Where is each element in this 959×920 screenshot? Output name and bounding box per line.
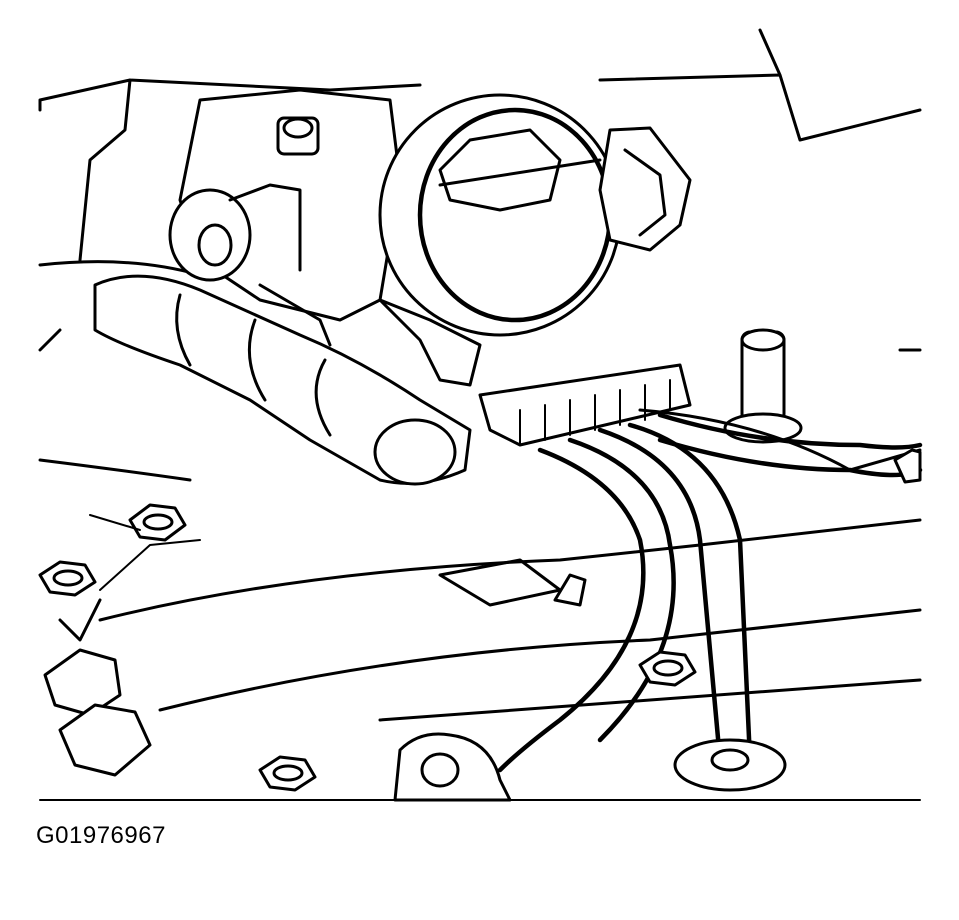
manifold-body [98, 518, 922, 722]
bolt-bottom [258, 755, 317, 792]
throttle-plate [438, 128, 562, 212]
vacuum-line-right-inner [627, 422, 753, 763]
bolt-right [893, 448, 922, 484]
figure-code: G01976967 [36, 822, 166, 849]
vacuum-line-right [597, 427, 723, 763]
hose-band-3 [314, 358, 332, 437]
vacuum-line-left [497, 447, 646, 773]
tps-sensor-detail [623, 148, 667, 237]
hose-end [373, 418, 457, 486]
bolt-left [38, 560, 97, 597]
wire-harness-inner [657, 412, 923, 450]
tps-sensor [598, 126, 692, 252]
bolt-upper-left [128, 503, 187, 542]
hose-band-2 [247, 318, 267, 402]
housing-bolt-cap [282, 117, 314, 139]
bracket-tab [553, 573, 587, 607]
grommet-hole [710, 748, 750, 772]
throttle-bore-ring [417, 107, 613, 323]
lower-fitting-bore [420, 752, 460, 788]
fuel-rail-connector [478, 363, 692, 447]
hose-band-1 [175, 293, 192, 367]
hex-nut-2 [58, 703, 152, 777]
connector-teeth [519, 379, 671, 446]
housing-boss-bore [197, 223, 233, 267]
engine-block-outline [38, 28, 922, 262]
nut-stud [58, 598, 102, 642]
wire-harness [657, 437, 923, 478]
stud-cap-top [740, 328, 786, 352]
throttle-plate-shaft [438, 158, 602, 187]
ground-wire [89, 514, 201, 591]
vacuum-line-left-inner [567, 437, 676, 743]
bolt-center [638, 650, 697, 687]
manifold-upper-edge [638, 348, 922, 472]
hex-nut-1 [43, 648, 122, 717]
throttle-base [378, 298, 482, 387]
linkage-arm [228, 183, 332, 347]
intake-hose [93, 274, 472, 485]
